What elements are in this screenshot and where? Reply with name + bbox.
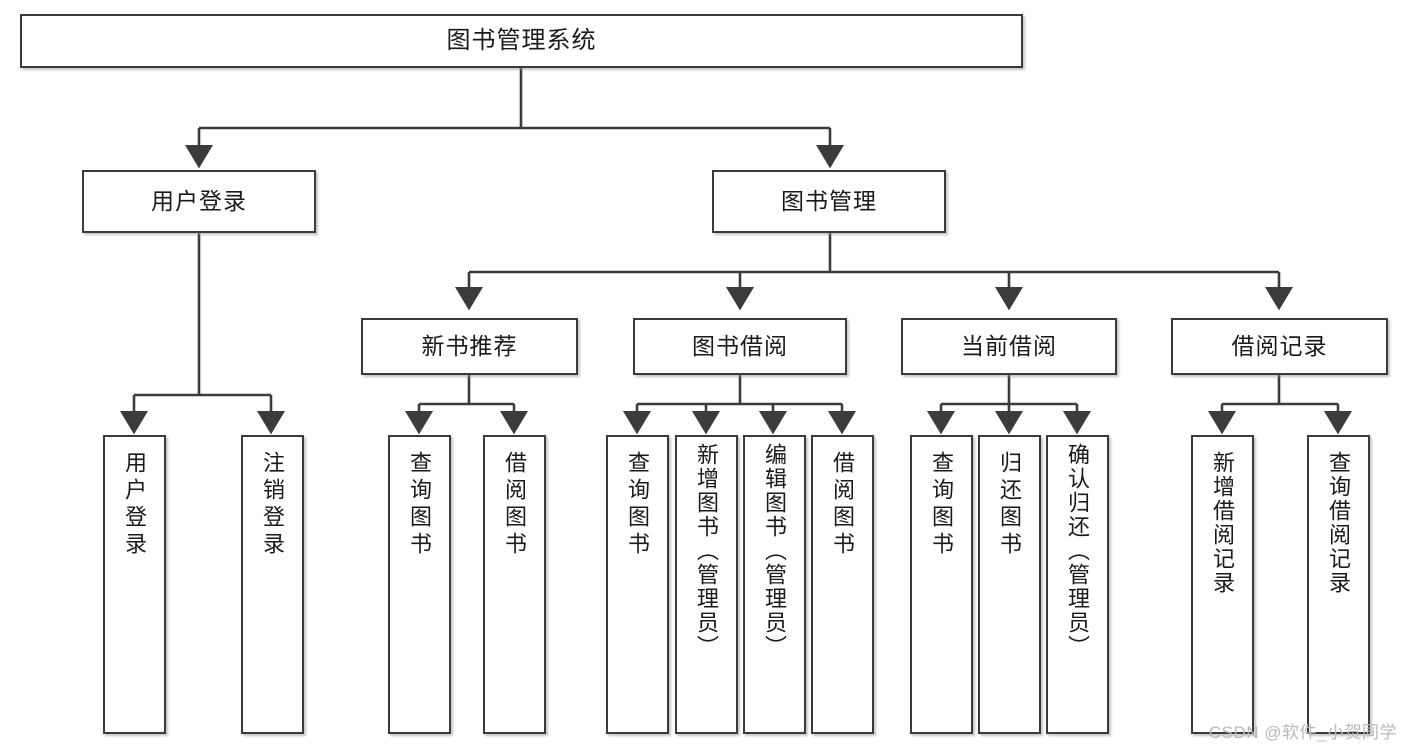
node-leaf-query-book-3[interactable]: 查询图书 [910,435,973,734]
node-book-management[interactable]: 图书管理 [712,170,946,233]
node-book-borrow[interactable]: 图书借阅 [633,318,847,375]
node-leaf-add-book-label: 新增图书（管理员） [694,443,720,659]
node-leaf-query-record-label: 查询借阅记录 [1326,451,1352,595]
node-root-label: 图书管理系统 [446,26,597,54]
node-leaf-logout[interactable]: 注销登录 [241,435,304,734]
node-leaf-confirm-return[interactable]: 确认归还（管理员） [1046,435,1109,734]
node-leaf-query-record[interactable]: 查询借阅记录 [1307,435,1370,734]
node-leaf-edit-book[interactable]: 编辑图书（管理员） [743,435,806,734]
node-leaf-borrow-book-2[interactable]: 借阅图书 [811,435,874,734]
node-leaf-logout-label: 注销登录 [260,451,286,559]
node-leaf-query-book-3-label: 查询图书 [929,451,955,559]
node-leaf-borrow-book-1[interactable]: 借阅图书 [483,435,546,734]
node-leaf-user-login-label: 用户登录 [122,451,148,559]
node-leaf-confirm-return-label: 确认归还（管理员） [1065,443,1091,659]
node-leaf-query-book-2[interactable]: 查询图书 [606,435,669,734]
node-leaf-query-book-1[interactable]: 查询图书 [388,435,451,734]
node-current-borrow[interactable]: 当前借阅 [901,318,1117,375]
node-current-borrow-label: 当前借阅 [961,332,1057,359]
node-leaf-return-book-label: 归还图书 [997,451,1023,559]
node-borrow-record[interactable]: 借阅记录 [1171,318,1388,375]
node-leaf-query-book-1-label: 查询图书 [407,451,433,559]
node-leaf-return-book[interactable]: 归还图书 [978,435,1041,734]
node-leaf-borrow-book-2-label: 借阅图书 [830,451,856,559]
node-new-book-recommend-label: 新书推荐 [421,332,518,359]
node-leaf-query-book-2-label: 查询图书 [625,451,651,559]
node-new-book-recommend[interactable]: 新书推荐 [361,318,578,375]
node-leaf-add-book[interactable]: 新增图书（管理员） [675,435,738,734]
node-root[interactable]: 图书管理系统 [20,14,1023,68]
node-borrow-record-label: 借阅记录 [1231,332,1328,359]
watermark: CSDN @软件_小贺同学 [1208,723,1397,742]
node-user-login-label: 用户登录 [151,187,247,214]
node-leaf-user-login[interactable]: 用户登录 [103,435,166,734]
node-leaf-add-record-label: 新增借阅记录 [1210,451,1236,595]
node-user-login[interactable]: 用户登录 [82,170,316,233]
node-leaf-add-record[interactable]: 新增借阅记录 [1191,435,1254,734]
node-book-borrow-label: 图书借阅 [692,332,788,359]
node-leaf-edit-book-label: 编辑图书（管理员） [762,443,788,659]
node-book-management-label: 图书管理 [781,187,877,214]
node-leaf-borrow-book-1-label: 借阅图书 [502,451,528,559]
